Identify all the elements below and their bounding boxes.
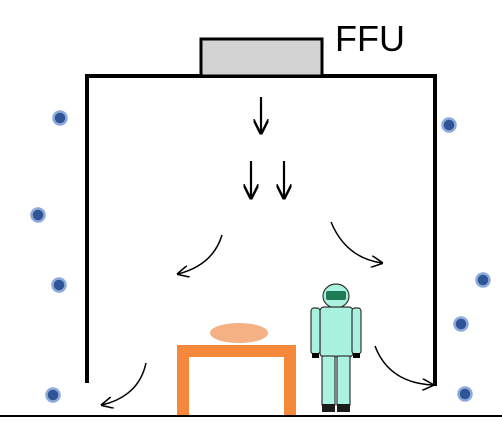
particle-dot-icon: [457, 386, 473, 402]
particle-dot-icon: [441, 117, 457, 133]
ffu-unit: [199, 37, 324, 78]
particle-dot-icon: [51, 277, 67, 293]
curved-arrow-icon: [102, 362, 147, 405]
particle-dot-icon: [52, 110, 68, 126]
plate-icon: [210, 323, 268, 343]
particle-dot-icon: [453, 316, 469, 332]
ffu-label: FFU: [335, 18, 405, 59]
curved-arrow-icon: [178, 234, 223, 274]
particle-dot-icon: [30, 207, 46, 223]
curved-arrow-icon: [374, 345, 433, 385]
cleanroom-worker-icon: [310, 283, 362, 412]
particle-dot-icon: [475, 272, 491, 288]
airflow-down-arrows: [251, 97, 284, 198]
particles: [30, 110, 491, 403]
airflow-curved-arrows: [102, 221, 433, 405]
table-icon: [177, 345, 296, 415]
particle-dot-icon: [45, 387, 61, 403]
curved-arrow-icon: [330, 221, 382, 263]
